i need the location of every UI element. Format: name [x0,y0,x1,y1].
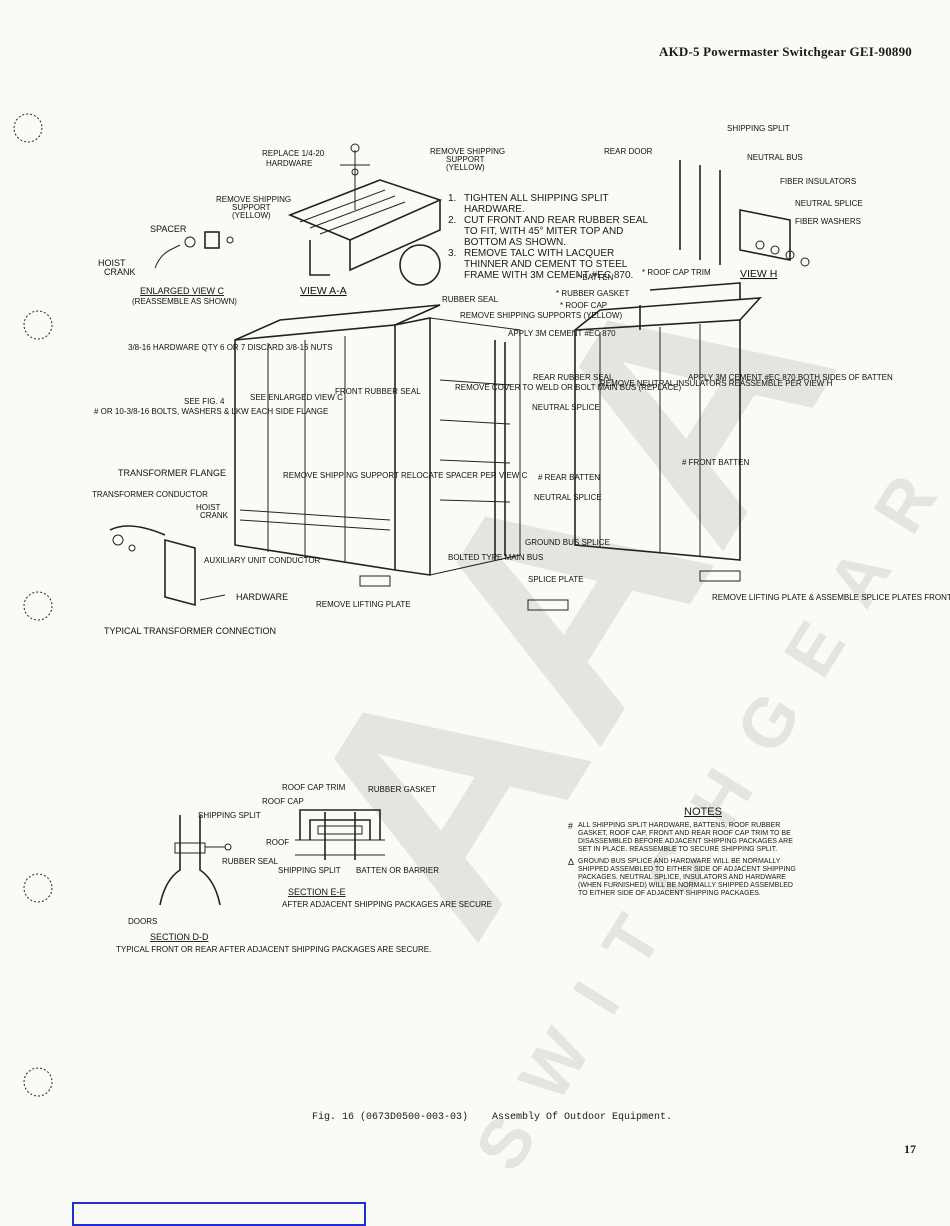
page-number: 17 [904,1142,916,1156]
figure-number: Fig. 16 (0673D0500-003-03) [312,1112,469,1123]
label-remove-neutral: REMOVE NEUTRAL INSULATORS REASSEMBLE PER… [600,379,833,388]
note-marker: # [568,821,574,831]
note-item: # ALL SHIPPING SPLIT HARDWARE, BATTENS, … [568,822,798,854]
figure-caption: Fig. 16 (0673D0500-003-03) Assembly Of Ou… [312,1112,696,1123]
label-remove-ship-support-top: REMOVE SHIPPING [430,147,505,156]
section-dd-detail [159,815,232,906]
label-shipping-split-h: SHIPPING SPLIT [727,124,790,133]
label-typical-transformer: TYPICAL TRANSFORMER CONNECTION [104,626,276,636]
label-remove-ship-support-left: REMOVE SHIPPING [216,195,291,204]
enlarged-view-c [154,231,234,269]
label-roof-cap-trim-ee: ROOF CAP TRIM [282,783,346,792]
label-transformer-flange: TRANSFORMER FLANGE [118,468,226,478]
label-hoist: HOIST [98,258,126,268]
label-section-dd: SECTION D-D [150,932,209,942]
label-hardware-3816: 3/8-16 HARDWARE QTY 6 OR 7 DISCARD 3/8-1… [128,343,333,352]
label-see-enlarged: SEE ENLARGED VIEW C [250,393,343,402]
label-front-rubber-seal: FRONT RUBBER SEAL [335,387,421,396]
lifting-plate-left [359,575,391,587]
label-neutral-splice-main: NEUTRAL SPLICE [532,403,600,412]
label-fiber-washers: FIBER WASHERS [795,217,861,226]
label-fiber-insulators: FIBER INSULATORS [780,177,856,186]
rubber-seal-detail [399,244,441,286]
instruction-item: 2.CUT FRONT AND REAR RUBBER SEAL TO FIT,… [448,215,648,248]
label-front-batten: # FRONT BATTEN [682,458,749,467]
label-shipping-split-ee: SHIPPING SPLIT [278,866,341,875]
label-after-adjacent: AFTER ADJACENT SHIPPING PACKAGES ARE SEC… [282,900,492,909]
label-rear-batten: # REAR BATTEN [538,473,600,482]
label-rubber-seal-dd: RUBBER SEAL [222,857,279,866]
view-h-detail [679,160,810,267]
splice-plate-shape [527,599,569,611]
section-ee-detail [295,809,385,860]
label-section-ee: SECTION E-E [288,887,346,897]
label-splice-plate: SPLICE PLATE [528,575,583,584]
note-text: ALL SHIPPING SPLIT HARDWARE, BATTENS, RO… [578,822,793,853]
note-text: GROUND BUS SPLICE AND HARDWARE WILL BE N… [578,858,796,897]
page-header: AKD-5 Powermaster Switchgear GEI-90890 [659,44,912,59]
label-hardware-11: HARDWARE [236,592,288,602]
label-remove-lifting-splice: REMOVE LIFTING PLATE & ASSEMBLE SPLICE P… [712,593,950,602]
label-neutral-splice-h: NEUTRAL SPLICE [795,199,863,208]
assembly-instructions: 1.TIGHTEN ALL SHIPPING SPLIT HARDWARE. 2… [448,193,648,281]
label-rubber-seal: RUBBER SEAL [442,295,499,304]
label-rear-door: REAR DOOR [604,147,653,156]
label-roof-ee: ROOF [266,838,289,847]
label-apply-cement: APPLY 3M CEMENT #EC 870 [508,329,616,338]
label-view-h: VIEW H [740,268,777,280]
instruction-item: 3.REMOVE TALC WITH LACQUER THINNER AND C… [448,248,634,281]
notes-title: NOTES [684,806,722,818]
label-rubber-gasket-ee: RUBBER GASKET [368,785,436,794]
figure-title: Assembly Of Outdoor Equipment. [492,1112,673,1123]
transformer-connection-detail [109,525,226,607]
label-auxiliary-unit: AUXILIARY UNIT CONDUCTOR [204,556,321,565]
view-aa-detail [287,143,443,276]
label-rubber-gasket: * RUBBER GASKET [556,289,629,298]
label-enlarged-view-c: ENLARGED VIEW C [140,286,225,296]
label-hardware: HARDWARE [266,159,312,168]
label-rear-rubber-seal: REAR RUBBER SEAL [533,373,614,382]
label-view-aa: VIEW A-A [300,285,347,297]
label-yellow-left: (YELLOW) [232,211,271,220]
watermark: AAA SWITCHGEAR [228,209,950,1184]
label-remove-cover: REMOVE COVER TO WELD OR BOLT MAIN BUS (R… [455,383,681,392]
label-bolts-note: # OR 10-3/8-16 BOLTS, WASHERS & LKW EACH… [94,407,328,416]
label-support-top: SUPPORT [446,155,485,164]
instruction-item: 1.TIGHTEN ALL SHIPPING SPLIT HARDWARE. [448,193,609,215]
label-batten: * BATTEN [577,273,614,282]
blue-outline-box [72,1202,366,1226]
label-see-fig4: SEE FIG. 4 [184,397,225,406]
label-batten-barrier: BATTEN OR BARRIER [356,866,439,875]
label-roof-cap-ee: ROOF CAP [262,797,304,806]
label-roof-cap: * ROOF CAP [560,301,607,310]
switchgear-assembly [234,282,762,576]
label-neutral-splice-lower: NEUTRAL SPLICE [534,493,602,502]
label-remove-lifting: REMOVE LIFTING PLATE [316,600,411,609]
lifting-plate-right [699,570,741,582]
label-replace-hw: REPLACE 1/4-20 [262,149,325,158]
label-bolted-main-bus: BOLTED TYPE MAIN BUS [448,553,543,562]
label-crank-main: CRANK [200,511,229,520]
label-shipping-split-dd: SHIPPING SPLIT [198,811,261,820]
label-crank: CRANK [104,267,136,277]
label-transformer-conductor: TRANSFORMER CONDUCTOR [92,490,208,499]
label-spacer: SPACER [150,224,187,234]
label-remove-ship-supports: REMOVE SHIPPING SUPPORTS (YELLOW) [460,311,622,320]
label-doors: DOORS [128,917,157,926]
note-item: Δ GROUND BUS SPLICE AND HARDWARE WILL BE… [568,858,798,898]
notes-block: NOTES # ALL SHIPPING SPLIT HARDWARE, BAT… [568,806,798,902]
label-roof-cap-trim: * ROOF CAP TRIM [642,268,711,277]
label-support-left: SUPPORT [232,203,271,212]
label-ground-bus: GROUND BUS SPLICE [525,538,610,547]
punch-holes [13,113,53,1097]
label-apply-cement-both: APPLY 3M CEMENT #EC 870 BOTH SIDES OF BA… [688,373,893,382]
label-yellow-top: (YELLOW) [446,163,485,172]
label-neutral-bus: NEUTRAL BUS [747,153,803,162]
label-hoist-crank-main: HOIST [196,503,221,512]
label-remove-support-relocate: REMOVE SHIPPING SUPPORT RELOCATE SPACER … [283,471,528,480]
label-reassemble: (REASSEMBLE AS SHOWN) [132,297,237,306]
label-typical-front-rear: TYPICAL FRONT OR REAR AFTER ADJACENT SHI… [116,945,431,954]
note-marker: Δ [568,857,575,867]
